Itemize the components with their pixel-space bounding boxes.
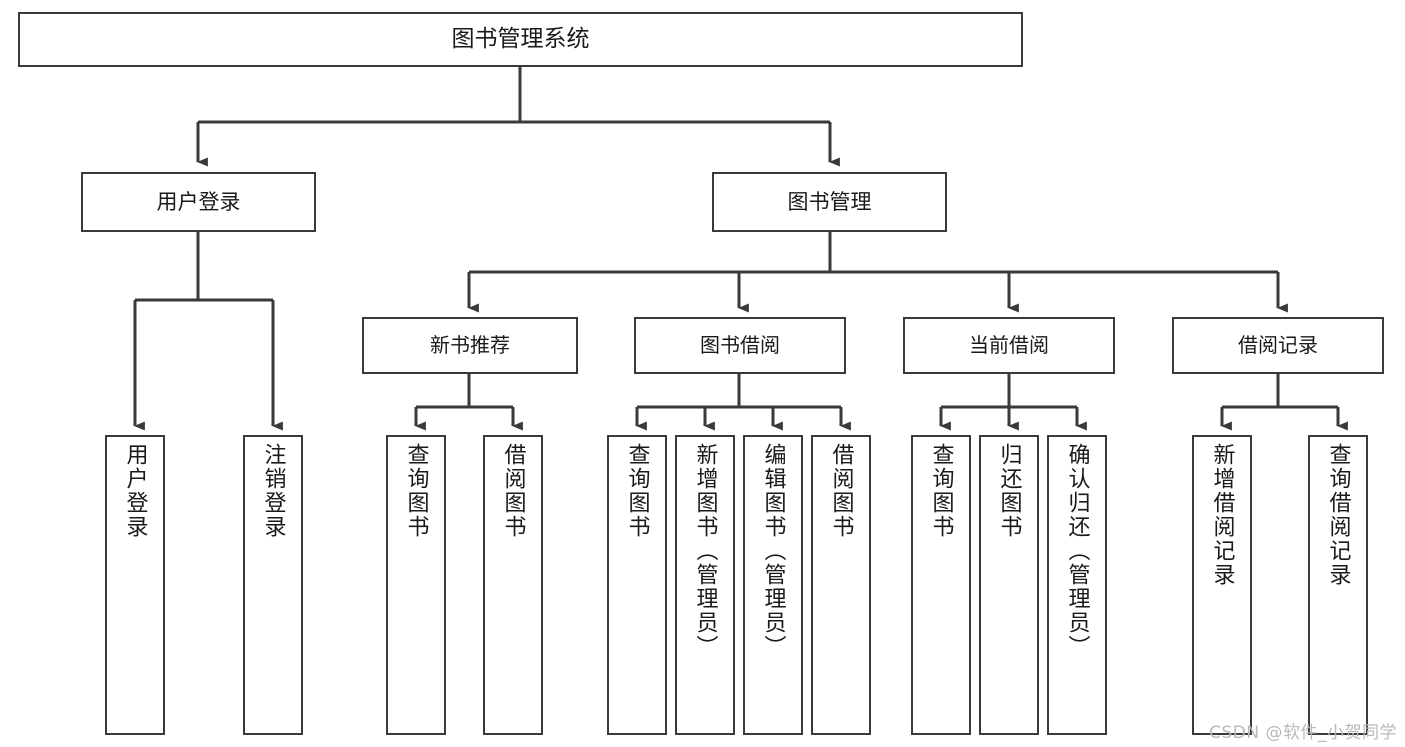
node-current-borrow-label: 当前借阅: [969, 332, 1049, 357]
leaf-label: 注销登录: [260, 443, 286, 539]
node-book-borrow-label: 图书借阅: [700, 332, 780, 357]
leaf-book-borrow-add[interactable]: 新增图书（管理员）: [675, 435, 735, 735]
leaf-borrow-record-add[interactable]: 新增借阅记录: [1192, 435, 1252, 735]
leaf-label: 借阅图书: [828, 443, 854, 539]
node-root-label: 图书管理系统: [451, 25, 590, 52]
leaf-borrow-record-query[interactable]: 查询借阅记录: [1308, 435, 1368, 735]
node-book-manage-label: 图书管理: [787, 189, 872, 214]
leaf-current-borrow-return[interactable]: 归还图书: [979, 435, 1039, 735]
leaf-label: 查询图书: [928, 443, 954, 539]
leaf-book-borrow-query[interactable]: 查询图书: [607, 435, 667, 735]
leaf-label: 查询图书: [403, 443, 429, 539]
node-new-book-recommend-label: 新书推荐: [430, 332, 510, 357]
leaf-label: 新增图书（管理员）: [692, 443, 718, 659]
leaf-user-login-login[interactable]: 用户登录: [105, 435, 165, 735]
node-user-login[interactable]: 用户登录: [81, 172, 316, 232]
node-root[interactable]: 图书管理系统: [18, 12, 1023, 67]
node-new-book-recommend[interactable]: 新书推荐: [362, 317, 578, 374]
leaf-book-borrow-borrow[interactable]: 借阅图书: [811, 435, 871, 735]
leaf-label: 编辑图书（管理员）: [760, 443, 786, 659]
leaf-label: 查询图书: [624, 443, 650, 539]
node-current-borrow[interactable]: 当前借阅: [903, 317, 1115, 374]
leaf-label: 查询借阅记录: [1325, 443, 1351, 587]
leaf-label: 用户登录: [122, 443, 148, 539]
node-borrow-record-label: 借阅记录: [1238, 332, 1318, 357]
leaf-current-borrow-confirm[interactable]: 确认归还（管理员）: [1047, 435, 1107, 735]
node-borrow-record[interactable]: 借阅记录: [1172, 317, 1384, 374]
leaf-label: 归还图书: [996, 443, 1022, 539]
node-book-manage[interactable]: 图书管理: [712, 172, 947, 232]
leaf-label: 确认归还（管理员）: [1064, 443, 1090, 659]
node-book-borrow[interactable]: 图书借阅: [634, 317, 846, 374]
node-user-login-label: 用户登录: [156, 189, 241, 214]
leaf-book-borrow-edit[interactable]: 编辑图书（管理员）: [743, 435, 803, 735]
leaf-user-login-logout[interactable]: 注销登录: [243, 435, 303, 735]
leaf-label: 新增借阅记录: [1209, 443, 1235, 587]
leaf-new-book-query[interactable]: 查询图书: [386, 435, 446, 735]
leaf-label: 借阅图书: [500, 443, 526, 539]
watermark: CSDN @软件_小贺同学: [1209, 723, 1397, 743]
leaf-new-book-borrow[interactable]: 借阅图书: [483, 435, 543, 735]
leaf-current-borrow-query[interactable]: 查询图书: [911, 435, 971, 735]
